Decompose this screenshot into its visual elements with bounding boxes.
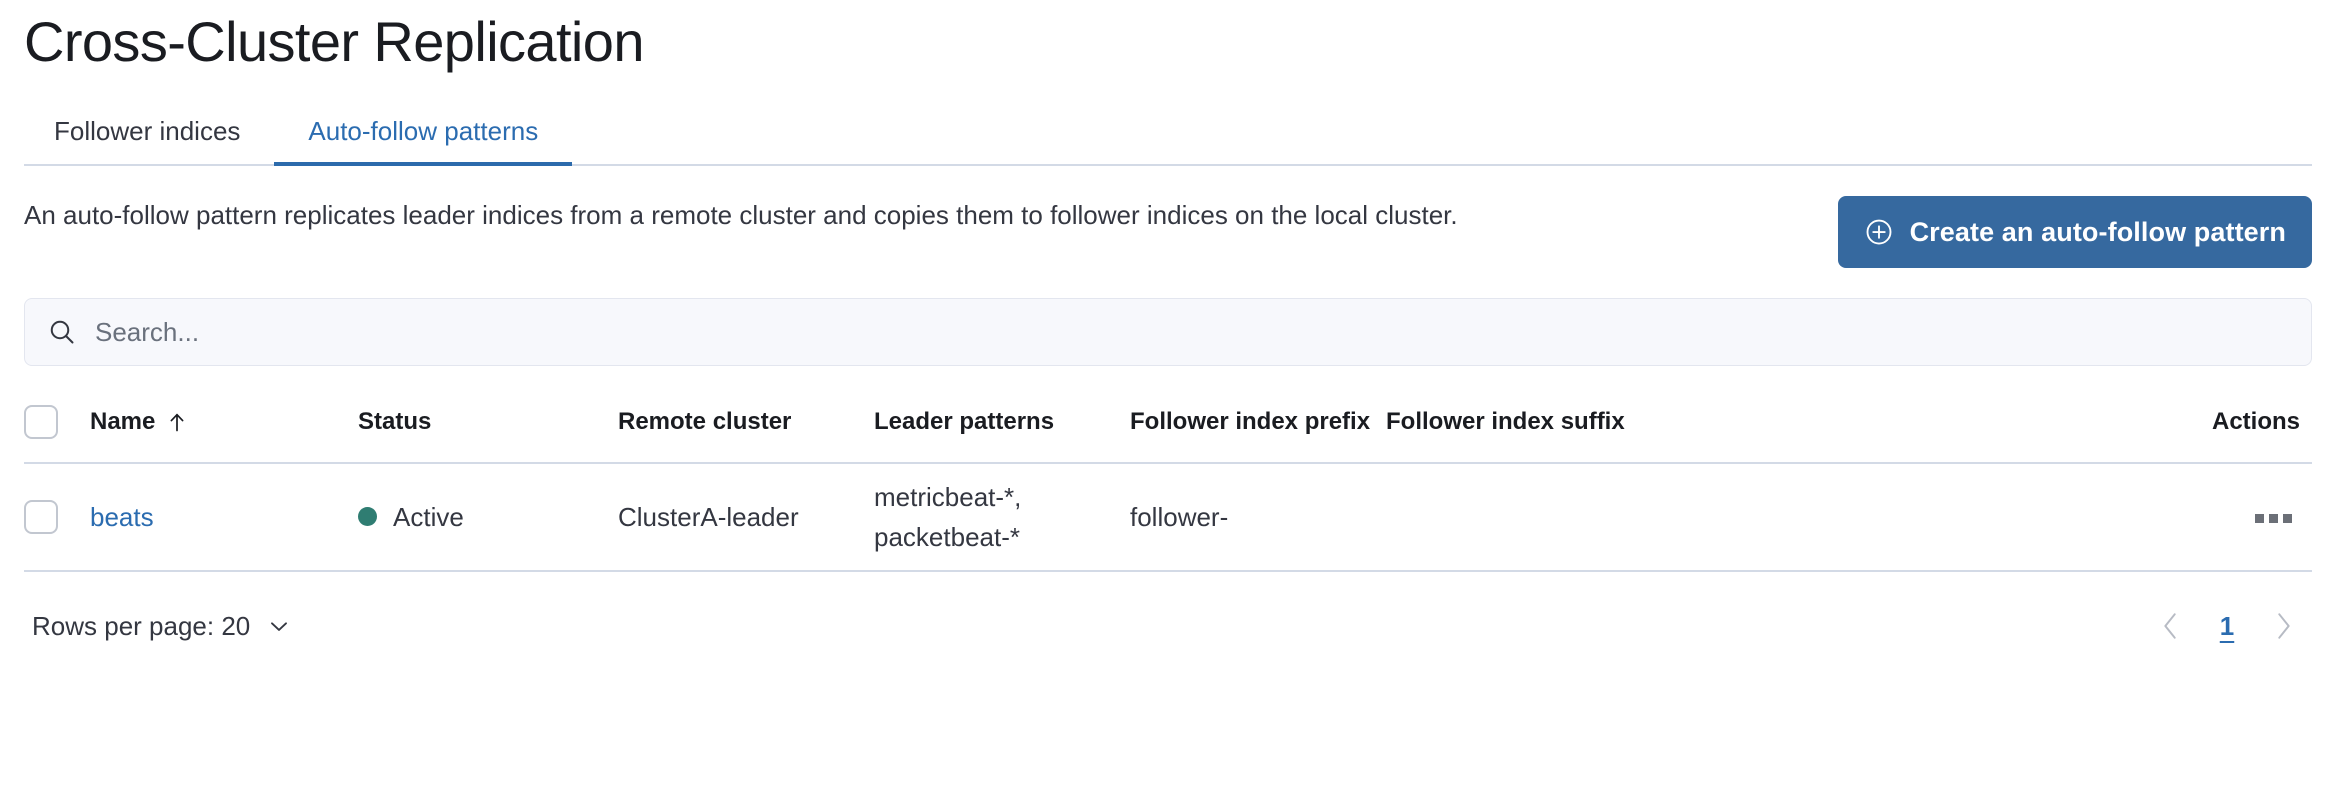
tab-auto-follow-patterns[interactable]: Auto-follow patterns bbox=[274, 116, 573, 166]
status-badge: Active bbox=[358, 499, 464, 535]
search-bar[interactable] bbox=[24, 298, 2312, 366]
auto-follow-pattern-link-beats[interactable]: beats bbox=[90, 502, 154, 532]
rows-per-page-selector[interactable]: Rows per page: 20 bbox=[24, 611, 292, 642]
page-title: Cross-Cluster Replication bbox=[24, 10, 644, 73]
ellipsis-dot bbox=[2268, 513, 2278, 523]
column-header-status[interactable]: Status bbox=[358, 408, 432, 435]
row-select-cell bbox=[24, 463, 90, 571]
table-header: Name Status Remote cluster Leader patter… bbox=[24, 392, 2312, 463]
cell-follower-index-prefix: follower- bbox=[1130, 502, 1229, 532]
column-header-follower-index-suffix[interactable]: Follower index suffix bbox=[1386, 408, 1625, 435]
arrow-up-icon bbox=[167, 411, 187, 433]
ellipsis-horizontal-icon[interactable] bbox=[2246, 498, 2300, 538]
rows-per-page-label: Rows per page: 20 bbox=[32, 610, 251, 641]
status-dot-icon bbox=[358, 507, 377, 527]
row-checkbox[interactable] bbox=[24, 500, 58, 534]
page-number-1[interactable]: 1 bbox=[2219, 610, 2235, 641]
cell-follower-index-suffix bbox=[1386, 463, 1698, 571]
tab-follower-indices[interactable]: Follower indices bbox=[54, 116, 241, 146]
cell-name: beats bbox=[90, 463, 358, 571]
column-header-actions: Actions bbox=[2211, 408, 2300, 435]
leader-pattern-line-1: metricbeat-*, bbox=[874, 482, 1022, 512]
page-description: An auto-follow pattern replicates leader… bbox=[24, 200, 1458, 230]
description-row: An auto-follow pattern replicates leader… bbox=[24, 194, 2312, 268]
cell-remote-cluster: ClusterA-leader bbox=[618, 502, 799, 532]
plus-in-circle-icon bbox=[1864, 217, 1894, 247]
select-all-checkbox[interactable] bbox=[24, 405, 58, 439]
table-body: beats Active ClusterA-leader metricbeat-… bbox=[24, 463, 2312, 571]
column-header-name[interactable]: Name bbox=[90, 392, 358, 463]
table-row: beats Active ClusterA-leader metricbeat-… bbox=[24, 463, 2312, 571]
column-header-leader-patterns[interactable]: Leader patterns bbox=[874, 408, 1055, 435]
cell-actions bbox=[1698, 463, 2312, 571]
tab-bar: Follower indices Auto-follow patterns bbox=[24, 98, 2312, 166]
select-all-header bbox=[24, 392, 90, 463]
search-input[interactable] bbox=[95, 299, 2289, 365]
column-header-follower-index-prefix[interactable]: Follower index prefix bbox=[1130, 408, 1371, 435]
chevron-right-icon[interactable] bbox=[2266, 606, 2300, 646]
column-header-remote-cluster[interactable]: Remote cluster bbox=[618, 408, 792, 435]
chevron-left-icon[interactable] bbox=[2154, 606, 2188, 646]
search-icon bbox=[47, 317, 77, 347]
create-button-label: Create an auto-follow pattern bbox=[1909, 216, 2286, 247]
ellipsis-dot bbox=[2254, 513, 2264, 523]
leader-pattern-line-2: packetbeat-* bbox=[874, 522, 1020, 552]
create-auto-follow-pattern-button[interactable]: Create an auto-follow pattern bbox=[1837, 196, 2312, 268]
chevron-down-icon bbox=[266, 613, 292, 639]
table-header-row: Name Status Remote cluster Leader patter… bbox=[24, 392, 2312, 463]
sort-by-name[interactable]: Name bbox=[90, 408, 187, 436]
ellipsis-dot bbox=[2282, 513, 2292, 523]
auto-follow-patterns-table: Name Status Remote cluster Leader patter… bbox=[24, 392, 2312, 572]
status-label: Active bbox=[393, 501, 464, 532]
cell-leader-patterns: metricbeat-*, packetbeat-* bbox=[874, 463, 1130, 571]
column-header-name-label: Name bbox=[90, 408, 156, 435]
table-footer: Rows per page: 20 1 bbox=[24, 596, 2312, 656]
cell-status: Active bbox=[358, 463, 618, 571]
pagination: 1 bbox=[2154, 606, 2312, 646]
